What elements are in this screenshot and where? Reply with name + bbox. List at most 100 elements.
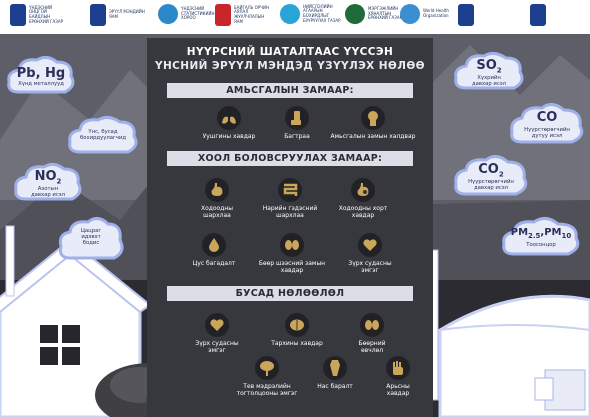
cloud-caption: Тоосонцор xyxy=(526,242,556,248)
heart-icon xyxy=(358,233,382,257)
logo-item: НИЙСЛЭЛИЙН АГААРЫН БОХИРДЛЫГ БУУРУУЛАХ Г… xyxy=(280,4,343,24)
effect-item: Арьсны хавдар xyxy=(375,356,421,397)
logo-item: БАЙГАЛЬ ОРЧИН АЯЛАЛ ЖУУЛЧЛАЛЫН ЯАМ xyxy=(215,4,274,26)
effect-item: Зүрх судасны эмгэг xyxy=(339,233,401,274)
brain-icon xyxy=(285,313,309,337)
logo-caption: МЭРГЭЖЛИЙН ХЯНАЛТЫН ЕРӨНХИЙ ГАЗАР xyxy=(368,6,402,21)
cloud-ash: Үнс, бусад бохирдуулагчид xyxy=(66,112,140,160)
stomach-icon xyxy=(205,178,229,202)
logo-caption: World Health Organization xyxy=(423,8,449,18)
effect-label: Цус багадалт xyxy=(192,260,236,267)
effect-label: Арьсны хавдар xyxy=(386,383,410,397)
logo-item: ҮНДЭСНИЙ СТАТИСТИКИЙН ХОРОО xyxy=(158,4,221,24)
heart-icon xyxy=(205,313,229,337)
blood-drop-icon xyxy=(202,233,226,257)
effect-label: Ходоодны шархлаа xyxy=(200,205,234,219)
logo-item: МЭРГЭЖЛИЙН ХЯНАЛТЫН ЕРӨНХИЙ ГАЗАР xyxy=(345,4,408,24)
cloud-formula: CO2 xyxy=(478,162,504,179)
cloud-co2: CO2 Нүүрстөрөгчийн давхар исэл xyxy=(452,150,530,202)
government-emblem-icon xyxy=(90,4,106,26)
logo-item: World Health Organization xyxy=(400,4,463,24)
ger-icon xyxy=(438,294,590,417)
page-subtitle: ҮНСНИЙ ЭРҮҮЛ МЭНДЭД ҮЗҮҮЛЭХ НӨЛӨӨ xyxy=(154,60,426,72)
effect-item: Нас баралт xyxy=(315,356,355,390)
effect-item: Тархины хавдар xyxy=(269,313,325,347)
effect-label: Нарийн гэдэсний шархлаа xyxy=(262,205,318,219)
cloud-caption: Азотын давхар исэл xyxy=(30,186,66,198)
statistics-logo-icon xyxy=(158,4,178,24)
logo-item xyxy=(530,4,546,26)
cloud-particulate-matter: PM2.5,PM10 Тоосонцор xyxy=(500,212,582,262)
cloud-caption: Хүнд металлууд xyxy=(18,81,64,87)
effect-label: Ходоодны хорт хавдар xyxy=(338,205,388,219)
effect-item: Уушгины хавдар xyxy=(199,106,259,140)
effect-label: Нас баралт xyxy=(317,383,353,390)
cloud-formula: Pb, Hg xyxy=(16,66,66,81)
cloud-caption: Нүүрстөрөгчийн дутуу исэл xyxy=(524,127,570,139)
cloud-so2: SO2 Хүхрийн давхар исэл xyxy=(452,46,526,96)
effect-label: Зүрх судасны эмгэг xyxy=(348,260,392,274)
inspection-agency-logo-icon xyxy=(345,4,365,24)
effect-item: Багтраа xyxy=(272,106,322,140)
effect-item: Бөөр шээсний замын хавдар xyxy=(257,233,327,274)
air-agency-logo-icon xyxy=(280,4,300,24)
logo-item: ҮНДЭСНИЙ ОНЦГОЙ БАЙДЛЫН ЕРӨНХИЙ ГАЗАР xyxy=(10,4,69,26)
house-icon xyxy=(0,225,152,417)
government-emblem-icon xyxy=(458,4,474,26)
effect-item: Амьсгалын замын халдвар xyxy=(327,106,419,140)
effect-item: Цус багадалт xyxy=(192,233,236,267)
logo-caption: БАЙГАЛЬ ОРЧИН АЯЛАЛ ЖУУЛЧЛАЛЫН ЯАМ xyxy=(234,4,269,24)
cloud-caption: Үнс, бусад бохирдуулагчид xyxy=(79,129,127,141)
hand-icon xyxy=(386,356,410,380)
intestine-icon xyxy=(278,178,302,202)
info-board: НҮҮРСНИЙ ШАТАЛТААС ҮҮССЭН ҮНСНИЙ ЭРҮҮЛ М… xyxy=(147,38,433,417)
effect-label: Бөөр шээсний замын хавдар xyxy=(258,260,326,274)
logo-item xyxy=(458,4,474,26)
kidney-icon xyxy=(360,313,384,337)
cloud-caption: Хүхрийн давхар исэл xyxy=(471,75,507,87)
ministry-logo-icon xyxy=(215,4,231,26)
effect-item: Ходоодны шархлаа xyxy=(187,178,247,219)
logo-caption: ЭРҮҮЛ МЭНДИЙН ЯАМ xyxy=(109,9,145,19)
effect-label: Тархины хавдар xyxy=(271,340,323,347)
logo-caption: ҮНДЭСНИЙ СТАТИСТИКИЙН ХОРОО xyxy=(181,6,215,21)
cloud-no2: NO2 Азотын давхар исэл xyxy=(12,157,84,207)
logo-item: ЭРҮҮЛ МЭНДИЙН ЯАМ xyxy=(90,4,149,26)
effect-item: Бөөрний өвчлөл xyxy=(347,313,397,354)
effect-label: Тев мэдрэлийн тогтолцооны эмгэг xyxy=(236,383,298,397)
effect-item: Нарийн гэдэсний шархлаа xyxy=(255,178,325,219)
coffin-icon xyxy=(323,356,347,380)
cloud-formula: PM2.5,PM10 xyxy=(510,227,572,240)
effect-item: Ходоодны хорт хавдар xyxy=(331,178,395,219)
government-emblem-icon xyxy=(530,4,546,26)
effect-item: Зүрх судасны эмгэг xyxy=(187,313,247,354)
lungs-icon xyxy=(217,106,241,130)
logo-caption: ҮНДЭСНИЙ ОНЦГОЙ БАЙДЛЫН ЕРӨНХИЙ ГАЗАР xyxy=(29,4,63,24)
section-heading-other: БУСАД НӨЛӨӨЛӨЛ xyxy=(167,286,413,301)
cloud-caption: Цацраг идэвхт бодис xyxy=(80,228,102,246)
cloud-formula: NO2 xyxy=(34,169,62,186)
cloud-formula: SO2 xyxy=(476,58,502,75)
effect-label: Бөөрний өвчлөл xyxy=(358,340,386,354)
stomach-tumor-icon xyxy=(351,178,375,202)
cloud-caption: Нүүрстөрөгчийн давхар исэл xyxy=(468,179,514,191)
logo-caption: НИЙСЛЭЛИЙН АГААРЫН БОХИРДЛЫГ БУУРУУЛАХ Г… xyxy=(303,3,341,23)
cloud-heavy-metals: Pb, Hg Хүнд металлууд xyxy=(5,52,77,100)
brain-nerve-icon xyxy=(255,356,279,380)
effect-label: Уушгины хавдар xyxy=(202,133,256,140)
cloud-radiation: Цацраг идэвхт бодис xyxy=(58,212,124,266)
kidney-icon xyxy=(280,233,304,257)
head-profile-icon xyxy=(361,106,385,130)
effect-item: Тев мэдрэлийн тогтолцооны эмгэг xyxy=(227,356,307,397)
page-title: НҮҮРСНИЙ ШАТАЛТААС ҮҮССЭН xyxy=(186,46,394,58)
section-heading-inhalation: АМЬСГАЛЫН ЗАМААР: xyxy=(167,83,413,98)
cloud-co: CO Нүүрстөрөгчийн дутуу исэл xyxy=(508,98,586,150)
effect-label: Багтраа xyxy=(284,133,310,140)
effect-label: Амьсгалын замын халдвар xyxy=(330,133,416,140)
government-emblem-icon xyxy=(10,4,26,26)
effect-label: Зүрх судасны эмгэг xyxy=(195,340,239,354)
logo-strip: ҮНДЭСНИЙ ОНЦГОЙ БАЙДЛЫН ЕРӨНХИЙ ГАЗАР ЭР… xyxy=(0,0,590,34)
section-heading-ingestion: ХООЛ БОЛОВСРУУЛАХ ЗАМААР: xyxy=(167,151,413,166)
who-logo-icon xyxy=(400,4,420,24)
